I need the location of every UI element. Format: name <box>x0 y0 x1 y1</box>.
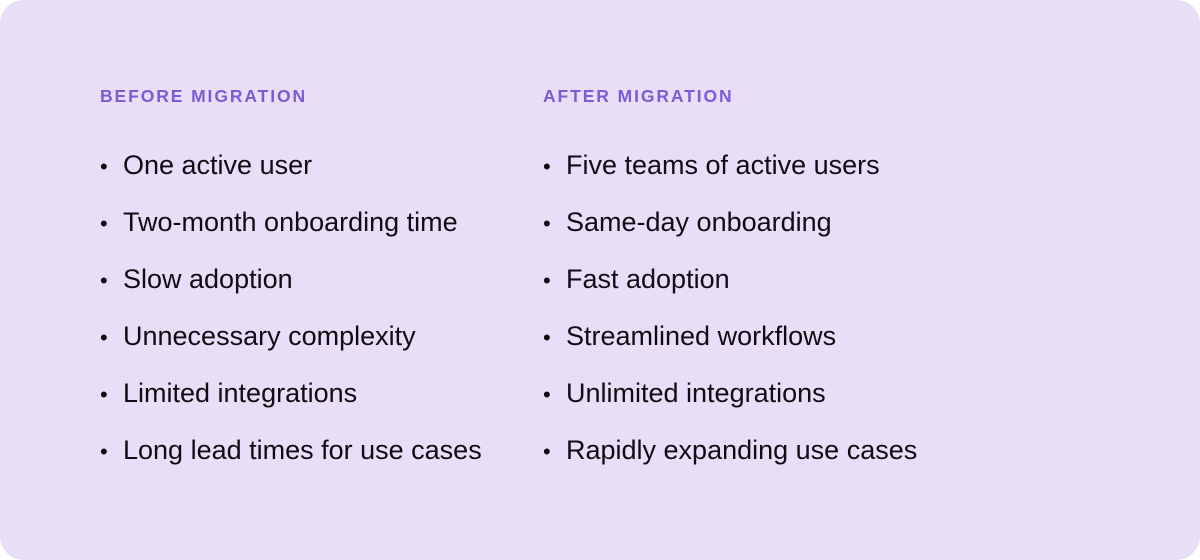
list-item: • Rapidly expanding use cases <box>543 422 1100 479</box>
column-after-migration: AFTER MIGRATION • Five teams of active u… <box>543 0 1100 560</box>
list-item-label: Fast adoption <box>566 264 730 294</box>
bullet-dot-icon: • <box>100 325 108 350</box>
bullet-dot-icon: • <box>543 439 551 464</box>
list-item-label: Unlimited integrations <box>566 378 826 408</box>
list-item: • Two-month onboarding time <box>100 194 543 251</box>
list-item: • Unlimited integrations <box>543 365 1100 422</box>
bullet-dot-icon: • <box>543 154 551 179</box>
list-item: • Fast adoption <box>543 251 1100 308</box>
bullet-dot-icon: • <box>543 382 551 407</box>
list-item-label: One active user <box>123 150 313 180</box>
bullet-list-before: • One active user • Two-month onboarding… <box>100 137 543 479</box>
column-before-migration: BEFORE MIGRATION • One active user • Two… <box>0 0 543 560</box>
bullet-dot-icon: • <box>100 268 108 293</box>
list-item-label: Rapidly expanding use cases <box>566 435 918 465</box>
list-item-label: Long lead times for use cases <box>123 435 482 465</box>
list-item-label: Slow adoption <box>123 264 293 294</box>
list-item: • Streamlined workflows <box>543 308 1100 365</box>
bullet-dot-icon: • <box>100 439 108 464</box>
list-item-label: Same-day onboarding <box>566 207 832 237</box>
column-heading-before: BEFORE MIGRATION <box>100 86 308 106</box>
list-item: • One active user <box>100 137 543 194</box>
list-item-label: Streamlined workflows <box>566 321 837 351</box>
bullet-dot-icon: • <box>543 211 551 236</box>
list-item-label: Limited integrations <box>123 378 358 408</box>
bullet-list-after: • Five teams of active users • Same-day … <box>543 137 1100 479</box>
list-item-label: Five teams of active users <box>566 150 880 180</box>
list-item: • Limited integrations <box>100 365 543 422</box>
bullet-dot-icon: • <box>100 154 108 179</box>
list-item: • Same-day onboarding <box>543 194 1100 251</box>
list-item: • Slow adoption <box>100 251 543 308</box>
bullet-dot-icon: • <box>100 382 108 407</box>
list-item: • Unnecessary complexity <box>100 308 543 365</box>
list-item-label: Unnecessary complexity <box>123 321 416 351</box>
list-item-label: Two-month onboarding time <box>123 207 458 237</box>
bullet-dot-icon: • <box>100 211 108 236</box>
list-item: • Long lead times for use cases <box>100 422 543 479</box>
list-item: • Five teams of active users <box>543 137 1100 194</box>
column-heading-after: AFTER MIGRATION <box>543 86 734 106</box>
bullet-dot-icon: • <box>543 325 551 350</box>
bullet-dot-icon: • <box>543 268 551 293</box>
